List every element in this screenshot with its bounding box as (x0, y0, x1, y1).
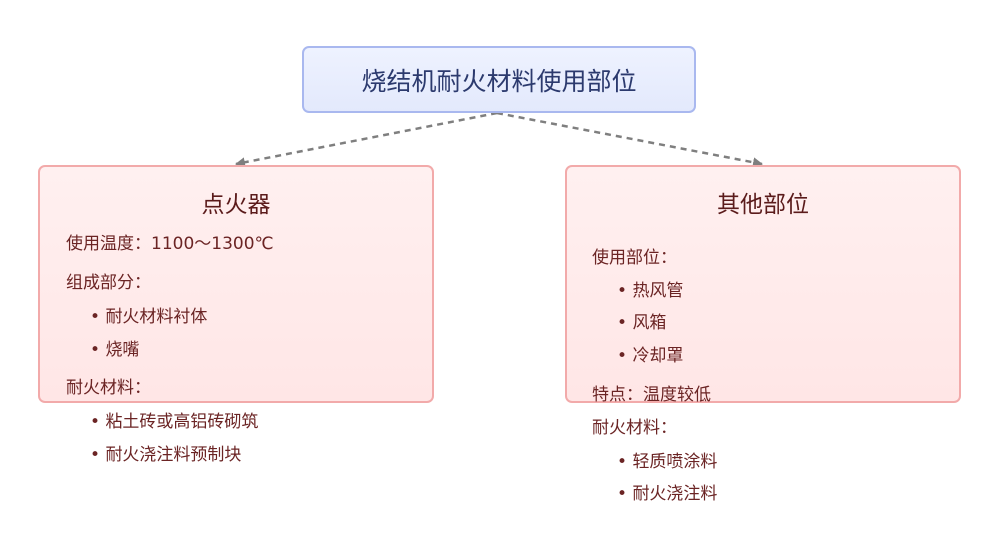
igniter-material-item: 耐火浇注料预制块 (90, 440, 241, 465)
other-parts-item: 热风管 (617, 276, 683, 301)
other-parts-material-item: 耐火浇注料 (617, 479, 717, 504)
igniter-material-item: 粘土砖或高铝砖砌筑 (90, 407, 258, 432)
root-title: 烧结机耐火材料使用部位 (361, 66, 637, 96)
connector-left (235, 111, 498, 168)
igniter-material-label: 耐火材料： (66, 378, 151, 398)
other-parts-item: 风箱 (617, 308, 666, 333)
other-parts-title: 其他部位 (717, 192, 809, 218)
other-parts-item: 冷却罩 (617, 341, 683, 366)
igniter-node: 点火器 (38, 165, 434, 403)
igniter-temperature: 使用温度：1100～1300℃ (66, 234, 274, 254)
other-parts-feature: 特点：温度较低 (592, 385, 711, 405)
igniter-composition-label: 组成部分： (66, 273, 151, 293)
igniter-composition-item: 耐火材料衬体 (90, 302, 207, 327)
other-parts-label: 使用部位： (592, 248, 677, 268)
other-parts-material-label: 耐火材料： (592, 418, 677, 438)
other-parts-material-item: 轻质喷涂料 (617, 447, 717, 472)
connector-right (496, 111, 763, 168)
igniter-title: 点火器 (201, 192, 271, 218)
igniter-composition-item: 烧嘴 (90, 335, 139, 360)
root-node: 烧结机耐火材料使用部位 (302, 46, 696, 113)
